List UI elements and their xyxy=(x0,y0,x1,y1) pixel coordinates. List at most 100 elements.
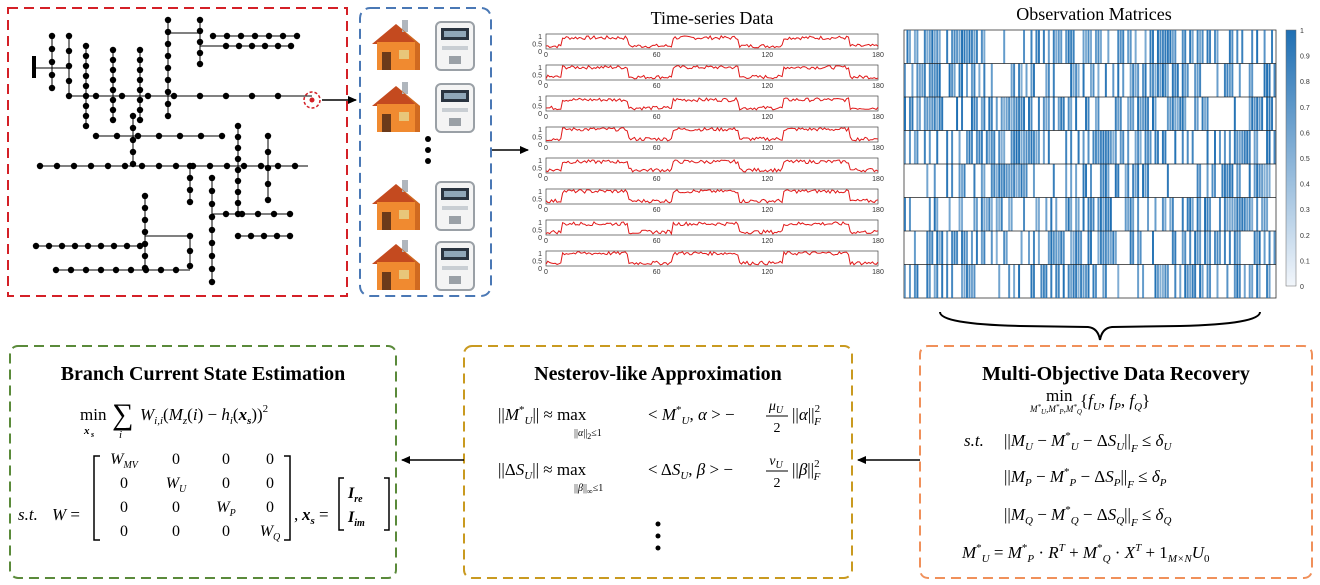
matrix-cell: 0 xyxy=(222,523,230,540)
network-node xyxy=(138,162,146,170)
network-node xyxy=(164,112,172,120)
network-node xyxy=(136,76,144,84)
network-node xyxy=(157,266,165,274)
network-node xyxy=(234,199,242,207)
network-node xyxy=(136,66,144,74)
network-node xyxy=(53,162,61,170)
network-node xyxy=(65,47,73,55)
network-node xyxy=(170,92,178,100)
timeseries-axes xyxy=(545,219,879,236)
nesterov-equation-1: ||M*U|| ≈ max ||α||2≤1 < M*U, α > − μU 2… xyxy=(498,399,821,441)
modr-title: Multi-Objective Data Recovery xyxy=(982,363,1250,385)
y-tick-label: 0 xyxy=(538,266,542,273)
network-node xyxy=(186,198,194,206)
network-node xyxy=(82,72,90,80)
smart-meters-box xyxy=(359,7,492,297)
modr-box xyxy=(919,345,1313,579)
network-node xyxy=(234,188,242,196)
network-node xyxy=(82,122,90,130)
network-node xyxy=(196,38,204,46)
timeseries-axes xyxy=(545,64,879,81)
network-node xyxy=(260,232,268,240)
network-node xyxy=(164,64,172,72)
observation-heatmap xyxy=(903,29,1277,299)
svg-text:νU: νU xyxy=(769,454,783,471)
vector-entry: Ire xyxy=(347,485,363,505)
x-tick-label: 60 xyxy=(653,145,661,152)
network-node xyxy=(291,162,299,170)
network-node xyxy=(223,162,231,170)
network-node xyxy=(109,46,117,54)
matrix-cell: 0 xyxy=(266,451,274,468)
smart-meter-icon xyxy=(435,181,475,231)
svg-text:||M*U|| ≈ max: ||M*U|| ≈ max xyxy=(498,404,587,427)
network-node xyxy=(104,162,112,170)
x-tick-label: 0 xyxy=(544,83,548,90)
y-tick-label: 0 xyxy=(538,111,542,118)
network-node xyxy=(206,162,214,170)
x-tick-label: 120 xyxy=(761,207,773,214)
y-tick-label: 1 xyxy=(538,158,542,165)
svg-text:Wi,i(Mz(i) − hi(xs))2: Wi,i(Mz(i) − hi(xs))2 xyxy=(140,403,268,427)
network-node xyxy=(136,116,144,124)
matrix-cell: WU xyxy=(166,475,187,495)
network-node xyxy=(65,62,73,70)
bcse-box xyxy=(9,345,397,579)
network-node xyxy=(251,32,259,40)
matrix-cell: 0 xyxy=(266,475,274,492)
network-node xyxy=(172,266,180,274)
svg-text:||α||2≤1: ||α||2≤1 xyxy=(574,428,602,441)
x-tick-label: 120 xyxy=(761,238,773,245)
network-node xyxy=(208,187,216,195)
network-node xyxy=(97,266,105,274)
colorbar-tick-label: 0.1 xyxy=(1300,258,1310,265)
vertical-ellipsis xyxy=(425,136,431,164)
network-node xyxy=(109,86,117,94)
timeseries-axes xyxy=(545,250,879,267)
network-node xyxy=(208,239,216,247)
timeseries-line xyxy=(545,221,879,236)
matrix-cell: 0 xyxy=(266,499,274,516)
modr-objective: min M*U,M*P,M*Q {fU, fP, fQ} xyxy=(1029,386,1150,416)
timeseries-axes xyxy=(545,126,879,143)
x-tick-label: 180 xyxy=(872,52,884,59)
y-tick-label: 1 xyxy=(538,96,542,103)
network-node xyxy=(264,196,272,204)
y-tick-label: 0 xyxy=(538,204,542,211)
network-node xyxy=(264,164,272,172)
network-node xyxy=(48,45,56,53)
x-tick-label: 60 xyxy=(653,114,661,121)
nesterov-title: Nesterov-like Approximation xyxy=(534,363,782,385)
network-node xyxy=(48,84,56,92)
y-tick-label: 0.5 xyxy=(532,197,542,204)
smart-meter-icon xyxy=(435,241,475,291)
network-node xyxy=(234,232,242,240)
network-node xyxy=(97,242,105,250)
network-node xyxy=(274,42,282,50)
network-node xyxy=(141,216,149,224)
network-node xyxy=(121,162,129,170)
x-tick-label: 0 xyxy=(544,238,548,245)
network-node xyxy=(71,242,79,250)
x-tick-label: 180 xyxy=(872,114,884,121)
colorbar-tick-label: 0.7 xyxy=(1300,105,1310,112)
network-node xyxy=(196,16,204,24)
svg-text:||α||2F: ||α||2F xyxy=(792,403,821,428)
network-node xyxy=(113,132,121,140)
svg-text:W =: W = xyxy=(52,505,80,524)
smart-meter-icon xyxy=(435,83,475,133)
house-icon xyxy=(372,20,420,70)
network-node xyxy=(164,52,172,60)
network-node xyxy=(141,252,149,260)
x-tick-label: 180 xyxy=(872,238,884,245)
x-tick-label: 60 xyxy=(653,176,661,183)
network-node xyxy=(196,27,204,35)
colorbar-tick-label: 0.8 xyxy=(1300,79,1310,86)
timeseries-line xyxy=(545,35,879,49)
network-node xyxy=(141,228,149,236)
matrices-title: Observation Matrices xyxy=(1016,4,1171,24)
